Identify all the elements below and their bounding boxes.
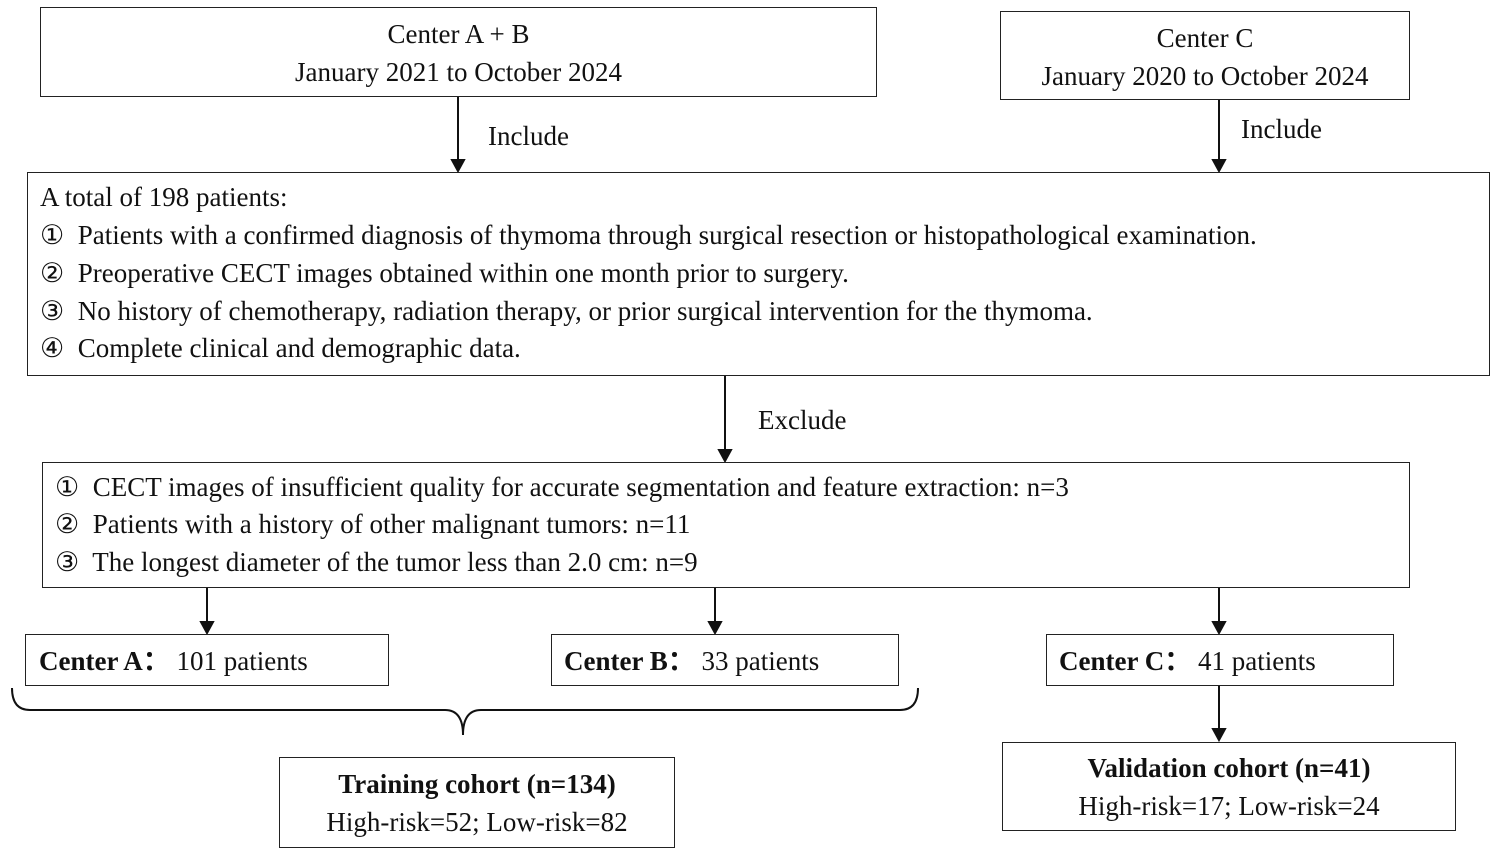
exclusion-box: ① CECT images of insufficient quality fo…	[42, 462, 1410, 588]
validation-cohort-box: Validation cohort (n=41) High-risk=17; L…	[1002, 742, 1456, 831]
inclusion-criterion: ④ Complete clinical and demographic data…	[40, 333, 521, 363]
source-title: Center C	[1156, 23, 1254, 53]
center-name: Center B：	[564, 646, 695, 676]
training-cohort-box: Training cohort (n=134) High-risk=52; Lo…	[279, 757, 675, 848]
arrow-center-a	[199, 587, 215, 636]
source-title: Center A + B	[387, 19, 530, 49]
center-count: 101 patients	[176, 646, 308, 676]
cohort-title: Validation cohort (n=41)	[1087, 753, 1371, 783]
cohort-detail: High-risk=17; Low-risk=24	[1078, 791, 1380, 821]
exclusion-criterion: ② Patients with a history of other malig…	[55, 509, 691, 539]
arrow-center-c	[1211, 587, 1227, 636]
inclusion-criterion: ① Patients with a confirmed diagnosis of…	[40, 220, 1257, 250]
source-box-center-ab: Center A + B January 2021 to October 202…	[40, 7, 877, 97]
include-label: Include	[1241, 114, 1322, 144]
inclusion-heading: A total of 198 patients:	[40, 182, 288, 212]
exclusion-criterion: ① CECT images of insufficient quality fo…	[55, 472, 1069, 502]
inclusion-criterion: ② Preoperative CECT images obtained with…	[40, 258, 849, 288]
arrow-exclude	[717, 375, 733, 464]
source-box-center-c: Center C January 2020 to October 2024	[1000, 11, 1410, 100]
exclude-label: Exclude	[758, 405, 847, 435]
source-period: January 2020 to October 2024	[1041, 61, 1369, 91]
cohort-detail: High-risk=52; Low-risk=82	[326, 807, 628, 837]
exclusion-criterion: ③ The longest diameter of the tumor less…	[55, 547, 698, 577]
center-b-box: Center B： 33 patients	[551, 634, 899, 686]
arrow-center-b	[707, 587, 723, 636]
center-name: Center C：	[1059, 646, 1192, 676]
center-count: 41 patients	[1197, 646, 1316, 676]
inclusion-box: A total of 198 patients: ① Patients with…	[27, 172, 1490, 376]
center-c-box: Center C： 41 patients	[1046, 634, 1394, 686]
training-brace	[11, 687, 919, 736]
center-name: Center A：	[39, 646, 170, 676]
arrow-validation	[1211, 685, 1227, 743]
center-a-box: Center A： 101 patients	[25, 634, 389, 686]
source-period: January 2021 to October 2024	[295, 57, 622, 87]
include-label: Include	[488, 121, 569, 151]
center-count: 33 patients	[701, 646, 820, 676]
cohort-title: Training cohort (n=134)	[338, 769, 616, 799]
inclusion-criterion: ③ No history of chemotherapy, radiation …	[40, 296, 1093, 326]
arrow-ab-include	[450, 96, 466, 174]
arrow-c-include	[1211, 99, 1227, 174]
